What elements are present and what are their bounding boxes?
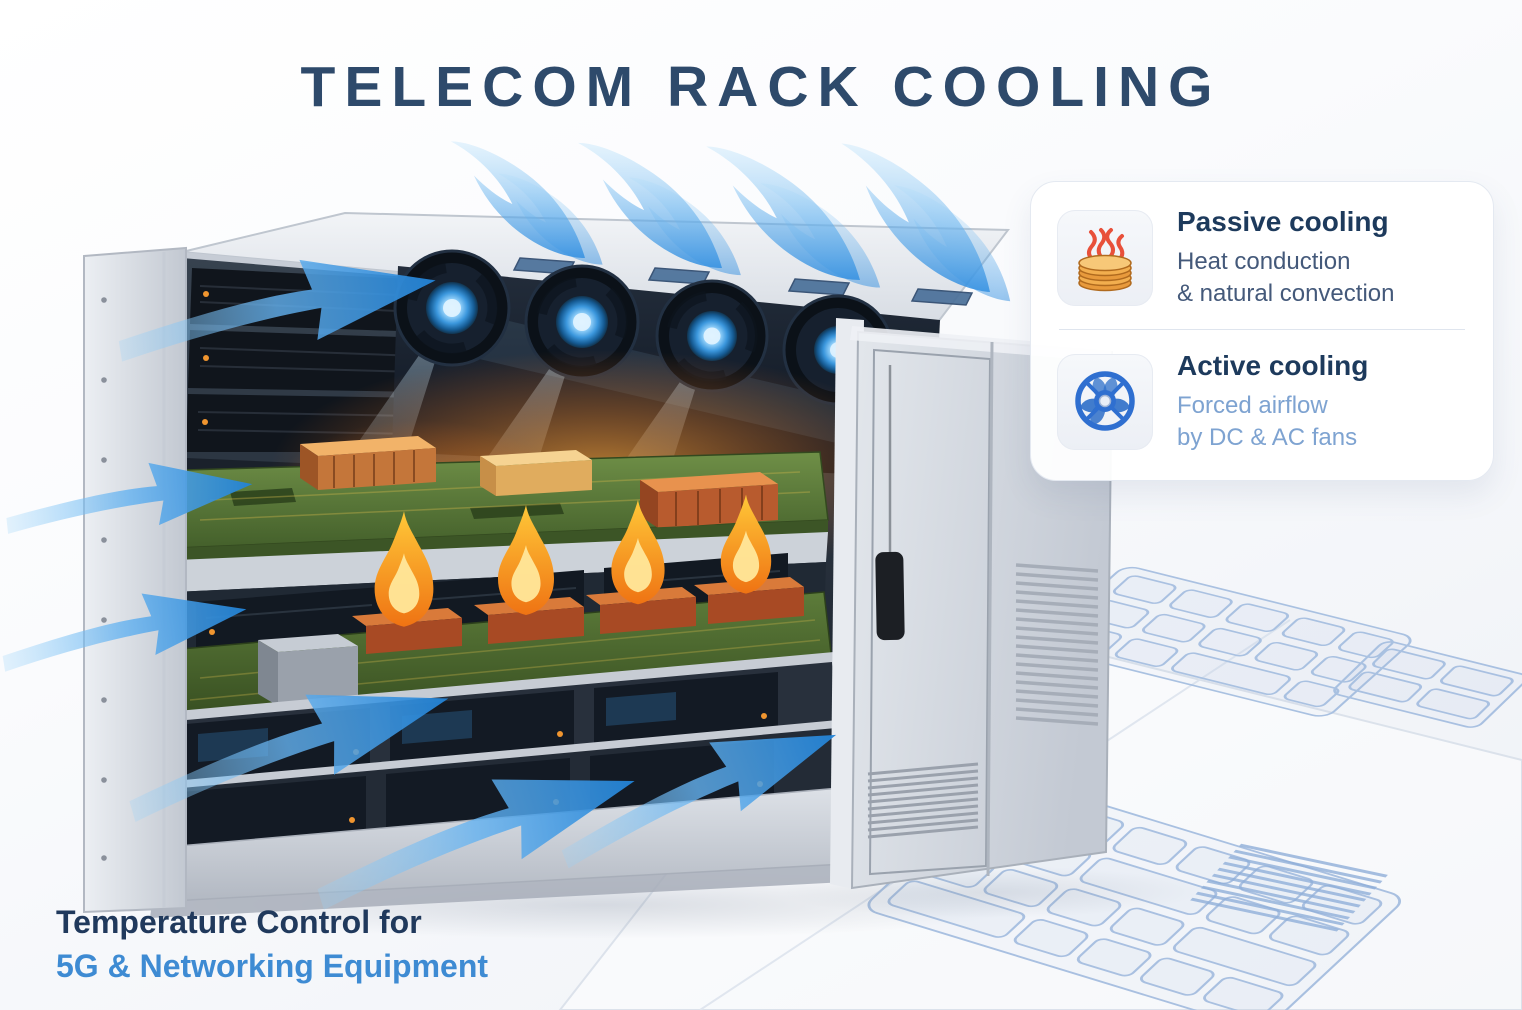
- heatsink-block: [300, 436, 436, 490]
- legend-item-passive-cooling: Passive cooling Heat conduction & natura…: [1057, 206, 1467, 309]
- lower-pcb-shelf: [163, 494, 833, 723]
- legend-divider: [1059, 329, 1465, 331]
- rack-left-rail: [83, 246, 187, 914]
- hot-heatsink: [352, 511, 462, 654]
- hot-heatsink: [694, 494, 804, 624]
- door-handle-icon: [875, 551, 905, 641]
- heatsink-block: [480, 450, 592, 496]
- door-vents: [867, 762, 979, 839]
- door-side-vents: [1015, 563, 1099, 726]
- caption-line-1: Temperature Control for: [56, 904, 422, 940]
- metal-box: [258, 634, 358, 706]
- caption-line-2: 5G & Networking Equipment: [56, 948, 489, 985]
- legend-item-title: Passive cooling: [1177, 206, 1389, 237]
- heatsink-block: [640, 472, 778, 528]
- shelf-tray: [174, 532, 828, 592]
- hot-heatsink: [586, 499, 696, 634]
- page-title: TELECOM RACK COOLING: [300, 55, 1222, 119]
- upper-pcb-shelf: [174, 436, 829, 592]
- legend-item-active-cooling: Active cooling Forced airflow by DC & AC…: [1057, 350, 1467, 453]
- heatsink-stack-icon: [1057, 209, 1153, 306]
- caption: Temperature Control for 5G & Networking …: [56, 900, 488, 988]
- legend-card: Passive cooling Heat conduction & natura…: [1030, 181, 1494, 481]
- legend-item-title: Active cooling: [1177, 350, 1369, 382]
- legend-item-desc: Forced airflow by DC & AC fans: [1177, 392, 1358, 452]
- cooling-fan: [434, 264, 640, 562]
- legend-item-desc: Heat conduction & natural convection: [1177, 248, 1395, 307]
- hot-heatsink: [474, 505, 584, 644]
- fan-icon: [1057, 354, 1153, 451]
